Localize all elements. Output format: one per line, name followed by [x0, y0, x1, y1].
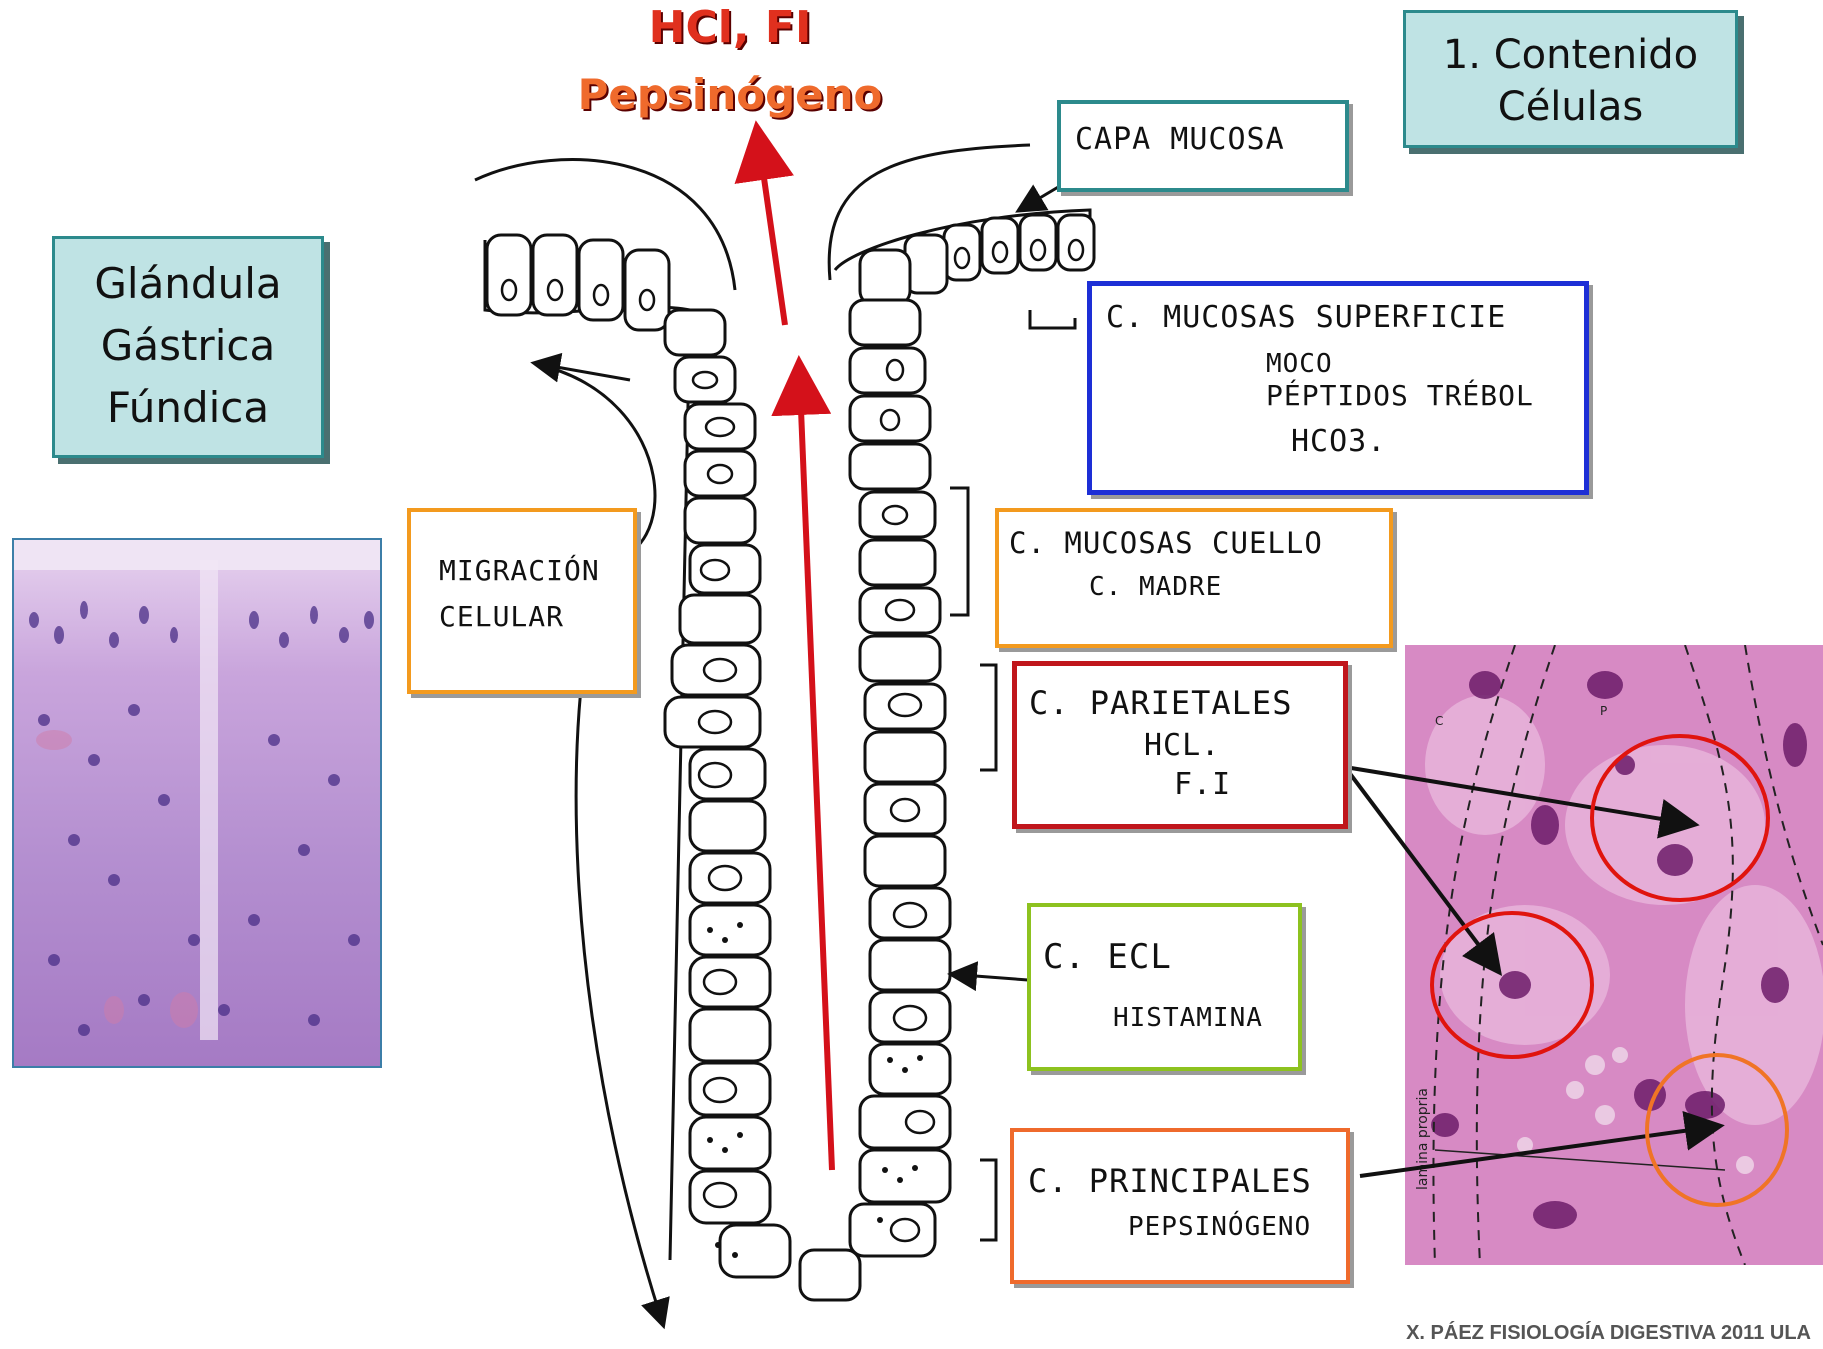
pepsinogeno-label: PEPSINÓGENO [1128, 1212, 1346, 1242]
principales-box: C. PRINCIPALES PEPSINÓGENO [1010, 1128, 1350, 1284]
parietal-arrow-2 [1345, 767, 1490, 960]
parietales-title: C. PARIETALES [1029, 684, 1343, 722]
footer-credit: X. PÁEZ FISIOLOGÍA DIGESTIVA 2011 ULA [1406, 1322, 1811, 1345]
mucosas-cuello-title: C. MUCOSAS CUELLO [1009, 526, 1389, 560]
capa-mucosa-label: CAPA MUCOSA [1075, 122, 1285, 157]
ecl-title: C. ECL [1043, 937, 1298, 977]
migracion-celular-box: MIGRACIÓN CELULAR [407, 508, 637, 694]
capa-mucosa-box: CAPA MUCOSA [1057, 100, 1349, 192]
mucosas-superficie-box: C. MUCOSAS SUPERFICIE MOCO PÉPTIDOS TRÉB… [1087, 281, 1589, 495]
c-madre-label: C. MADRE [1089, 572, 1389, 602]
hcl-label: HCL. [1144, 728, 1343, 763]
parietal-circle-2 [1432, 913, 1592, 1057]
secretion-arrow-long [800, 385, 832, 1170]
migracion-line2: CELULAR [439, 594, 633, 640]
histamina-label: HISTAMINA [1113, 1003, 1298, 1033]
fi-label: F.I [1174, 767, 1343, 802]
secretion-arrow-top [760, 150, 785, 325]
mucosas-cuello-box: C. MUCOSAS CUELLO C. MADRE [995, 508, 1393, 648]
parietal-arrow-1 [1345, 767, 1680, 822]
ecl-pointer [962, 975, 1028, 980]
principal-circle [1647, 1055, 1787, 1205]
ecl-box: C. ECL HISTAMINA [1027, 903, 1302, 1071]
left-wall-cells [487, 235, 790, 1277]
parietal-circle-1 [1592, 736, 1768, 900]
principales-title: C. PRINCIPALES [1028, 1162, 1346, 1200]
parietales-box: C. PARIETALES HCL. F.I [1012, 661, 1348, 829]
mucosas-superficie-title: C. MUCOSAS SUPERFICIE [1106, 300, 1584, 335]
migracion-line1: MIGRACIÓN [439, 548, 633, 594]
moco-label: MOCO [1266, 349, 1584, 379]
peptidos-trebol-label: PÉPTIDOS TRÉBOL [1266, 379, 1584, 412]
principal-arrow [1360, 1128, 1705, 1176]
hco3-label: HCO3. [1291, 424, 1584, 459]
